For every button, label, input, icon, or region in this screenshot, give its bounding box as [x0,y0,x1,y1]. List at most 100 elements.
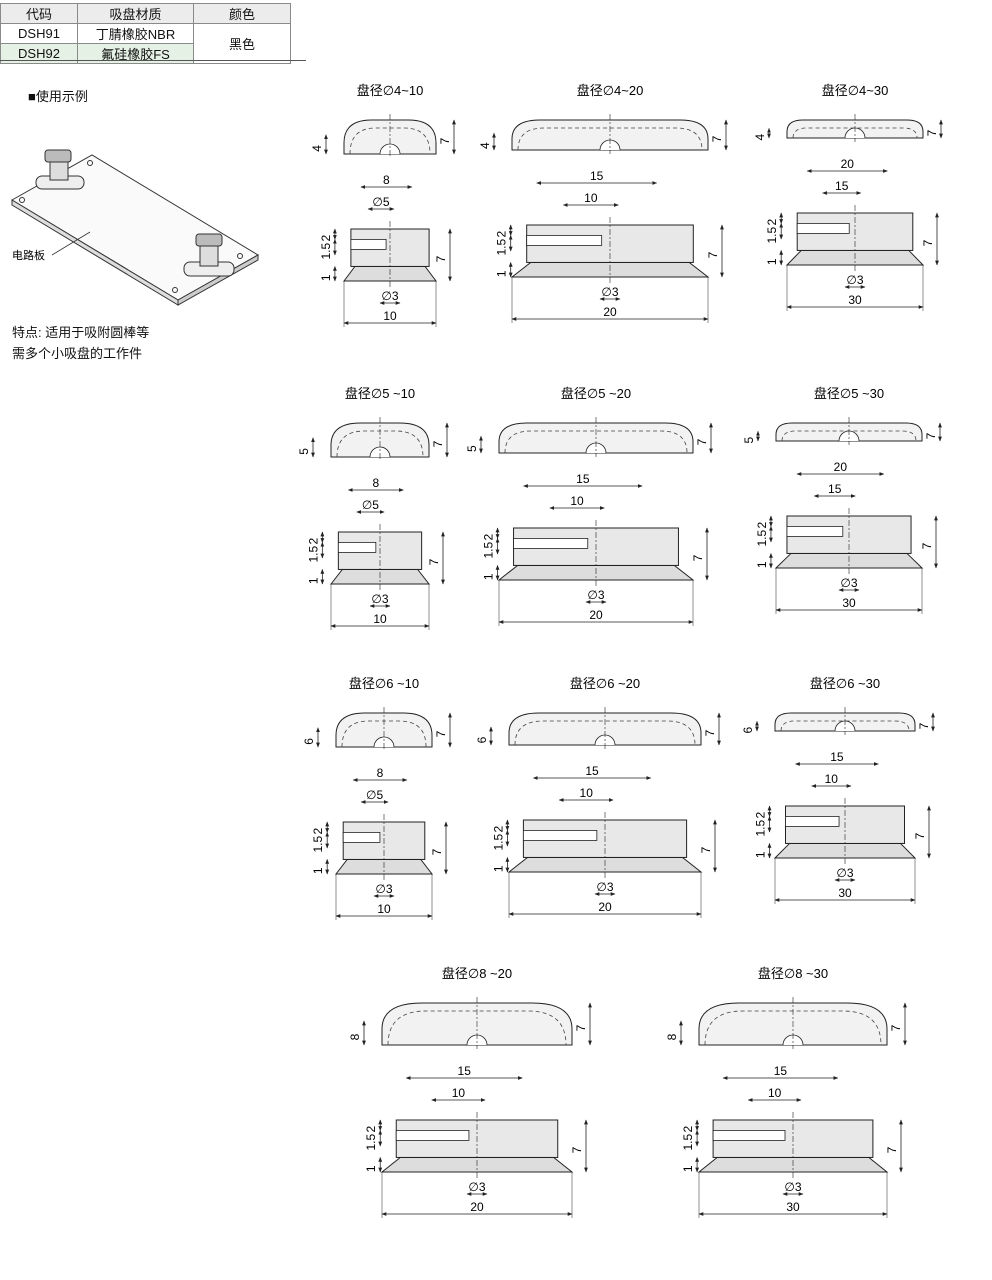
width-dim: 15 [774,1064,788,1078]
dim-1-5: 1.5 [755,530,769,547]
dim-1-5: 1.5 [319,243,333,260]
inner-width-dim: 10 [768,1086,782,1100]
dim-1: 1 [491,865,505,872]
dim-2: 2 [311,828,325,835]
side-total-dim: 7 [691,554,705,561]
width-dim: 15 [458,1064,472,1078]
inner-width-dim: ∅5 [362,498,379,512]
height-dim: 5 [465,445,479,452]
inner-width-dim: ∅5 [366,788,383,802]
inner-width-dim: 10 [570,494,584,508]
hole-dim: ∅3 [596,880,613,894]
drawing-title: 盘径∅5 ~30 [814,386,884,401]
inner-width-dim: 10 [580,786,594,800]
base-width-dim: 30 [848,293,862,307]
drawing-title: 盘径∅4~10 [357,83,424,98]
height-dim: 6 [741,727,755,734]
height-dim: 4 [478,142,492,149]
dim-2: 2 [306,538,320,545]
total-height-dim: 7 [695,438,709,445]
dim-2: 2 [319,235,333,242]
hole-dim: ∅3 [375,882,392,896]
total-height-dim: 7 [710,135,724,142]
base-width-dim: 20 [603,305,617,319]
width-dim: 8 [383,173,390,187]
dim-1: 1 [306,577,320,584]
spec-table: 代码 吸盘材质 颜色 DSH91 丁腈橡胶NBR 黑色 DSH92 氟硅橡胶FS [0,3,291,64]
side-total-dim: 7 [427,558,441,565]
base-width-dim: 20 [470,1200,484,1214]
feature-line-1: 特点: 适用于吸附圆棒等 [12,325,150,340]
dim-2: 2 [364,1126,378,1133]
dim-1-5: 1.5 [482,542,496,559]
total-height-dim: 7 [703,729,717,736]
side-total-dim: 7 [913,832,927,839]
base-width-dim: 30 [842,596,856,610]
base-width-dim: 20 [598,900,612,914]
circuit-board-illustration: 电路板 [11,149,259,306]
suction-cup-icon [35,149,85,190]
header-material: 吸盘材质 [77,3,194,24]
dim-1-5: 1.5 [754,820,768,837]
total-height-dim: 7 [438,137,452,144]
dim-1-5: 1.5 [491,834,505,851]
height-dim: 5 [297,448,311,455]
width-dim: 15 [576,472,590,486]
height-dim: 4 [753,134,767,141]
dim-1-5: 1.5 [765,227,779,244]
width-dim: 20 [834,460,848,474]
side-total-dim: 7 [706,251,720,258]
width-dim: 15 [830,750,844,764]
drawing-title: 盘径∅6 ~10 [349,676,419,691]
drawing-title: 盘径∅8 ~20 [442,966,512,981]
side-total-dim: 7 [699,846,713,853]
inner-width-dim: 10 [825,772,839,786]
drawing-title: 盘径∅4~20 [577,83,644,98]
header-code: 代码 [0,3,78,24]
total-height-dim: 7 [917,722,931,729]
base-width-dim: 10 [383,309,397,323]
dim-1: 1 [754,851,768,858]
hole-dim: ∅3 [381,289,398,303]
inner-width-dim: 15 [828,482,842,496]
hole-dim: ∅3 [836,866,853,880]
total-height-dim: 7 [431,440,445,447]
dim-1: 1 [755,561,769,568]
dim-1: 1 [482,573,496,580]
drawing-title: 盘径∅6 ~20 [570,676,640,691]
width-dim: 8 [377,766,384,780]
height-dim: 8 [348,1033,362,1040]
hole-dim: ∅3 [601,285,618,299]
base-width-dim: 10 [373,612,387,626]
side-total-dim: 7 [921,239,935,246]
cell-material-2: 氟硅橡胶FS [77,43,194,64]
dim-2: 2 [754,812,768,819]
base-width-dim: 10 [377,902,391,916]
board-label: 电路板 [12,248,45,262]
hole-dim: ∅3 [587,588,604,602]
dim-1: 1 [681,1165,695,1172]
table-divider [0,60,306,61]
dim-1-5: 1.5 [681,1134,695,1151]
dim-2: 2 [482,534,496,541]
height-dim: 4 [310,145,324,152]
width-dim: 15 [585,764,599,778]
hole-dim: ∅3 [468,1180,485,1194]
total-height-dim: 7 [574,1024,588,1031]
dim-1-5: 1.5 [364,1134,378,1151]
total-height-dim: 7 [925,129,939,136]
dim-2: 2 [491,826,505,833]
dim-1: 1 [765,258,779,265]
cell-code-2: DSH92 [0,43,78,64]
dim-1: 1 [319,274,333,281]
drawing-title: 盘径∅5 ~10 [345,386,415,401]
dim-1-5: 1.5 [311,836,325,853]
